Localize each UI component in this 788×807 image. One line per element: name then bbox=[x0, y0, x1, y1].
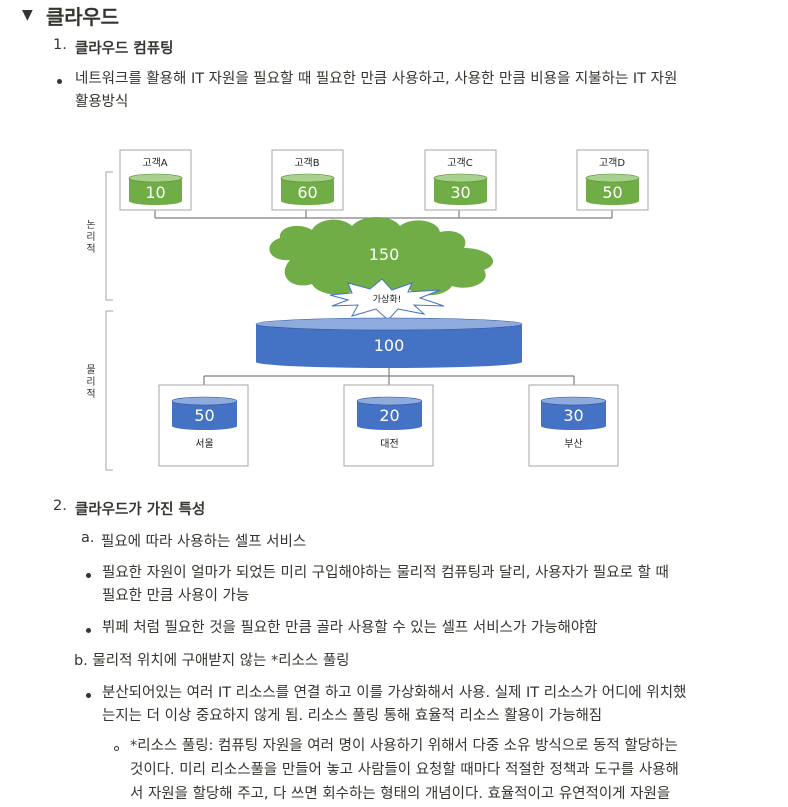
customer-value: 30 bbox=[450, 183, 470, 202]
logical-label-3: 적 bbox=[86, 243, 95, 255]
resource-pool-cylinder: 100 bbox=[255, 317, 523, 368]
bullet-text-line: 네트워크를 활용해 IT 자원을 필요할 때 필요한 만큼 사용하고, 사용한 … bbox=[75, 71, 678, 87]
pool-value: 100 bbox=[374, 336, 405, 355]
sub-bullet-text-line: 서 자원을 할당해 주고, 다 쓰면 회수하는 형태의 개념이다. 효율적이고 … bbox=[130, 786, 671, 802]
site-value: 50 bbox=[194, 406, 214, 425]
sub-bullet-text-line: *리소스 풀링: 컴퓨팅 자원을 여러 명이 사용하기 위해서 다중 소유 방식… bbox=[130, 738, 678, 754]
customer-label: 고객B bbox=[294, 157, 319, 169]
customer-label: 고객D bbox=[599, 157, 625, 169]
hollow-bullet-icon bbox=[114, 746, 119, 751]
logical-label-2: 리 bbox=[86, 231, 95, 243]
logical-bracket bbox=[105, 171, 113, 301]
section-title: 클라우드 컴퓨팅 bbox=[75, 41, 174, 57]
bullet-icon bbox=[57, 79, 62, 84]
customer-value: 10 bbox=[145, 183, 165, 202]
site-box-seoul: 50 서울 bbox=[158, 384, 249, 467]
site-label: 부산 bbox=[564, 438, 582, 450]
logical-label-1: 논 bbox=[86, 219, 95, 231]
customer-box-b: 고객B 60 bbox=[271, 149, 344, 211]
physical-label-3: 적 bbox=[86, 388, 95, 400]
bullet-text-line: 분산되어있는 여러 IT 리소스를 연결 하고 이를 가상화해서 사용. 실제 … bbox=[102, 685, 687, 701]
customer-value: 50 bbox=[602, 183, 622, 202]
site-value: 20 bbox=[379, 406, 399, 425]
site-label: 대전 bbox=[380, 438, 398, 450]
customer-label: 고객C bbox=[447, 157, 472, 169]
cloud-value: 150 bbox=[369, 245, 400, 264]
bullet-icon bbox=[86, 628, 91, 633]
sub-bullet-text-line: 것이다. 미리 리소스풀을 만들어 놓고 사람들이 요청할 때마다 적절한 정책… bbox=[130, 762, 679, 778]
virtualize-burst: 가상화! bbox=[329, 278, 445, 321]
sublist-letter: a. bbox=[81, 530, 95, 546]
customer-box-d: 고객D 50 bbox=[576, 149, 649, 211]
bullet-text-line: 필요한 만큼 사용이 가능 bbox=[102, 588, 250, 604]
bullet-text-line: 필요한 자원이 얼마가 되었든 미리 구입해야하는 물리적 컴퓨팅과 달리, 사… bbox=[102, 565, 669, 581]
site-label: 서울 bbox=[195, 438, 213, 450]
physical-label-2: 리 bbox=[86, 376, 95, 388]
toggle-heading[interactable]: ▼ 클라우드 bbox=[22, 0, 119, 30]
list-number: 2. bbox=[53, 498, 67, 514]
list-number: 1. bbox=[53, 37, 67, 53]
bullet-icon bbox=[86, 693, 91, 698]
section-title: 클라우드가 가진 특성 bbox=[75, 502, 206, 518]
bullet-text-line: 뷔페 처럼 필요한 것을 필요한 만큼 골라 사용할 수 있는 셀프 서비스가 … bbox=[102, 620, 598, 636]
site-box-busan: 30 부산 bbox=[528, 384, 619, 467]
cloud-shape: 150 bbox=[269, 217, 494, 296]
customer-value: 60 bbox=[297, 183, 317, 202]
physical-bracket bbox=[105, 310, 113, 471]
virtualize-label: 가상화! bbox=[373, 294, 401, 305]
customer-label: 고객A bbox=[142, 157, 167, 169]
sublist-text: 필요에 따라 사용하는 셀프 서비스 bbox=[101, 534, 307, 550]
site-box-daejeon: 20 대전 bbox=[343, 384, 434, 467]
sublist-b-text: b. 물리적 위치에 구애받지 않는 *리소스 풀링 bbox=[74, 653, 350, 669]
customer-box-c: 고객C 30 bbox=[424, 149, 497, 211]
bullet-text-line: 활용방식 bbox=[75, 94, 129, 110]
bullet-icon bbox=[86, 573, 91, 578]
bullet-text-line: 는지는 더 이상 중요하지 않게 됨. 리소스 풀링 통해 효율적 리소스 활용… bbox=[102, 708, 603, 724]
triangle-down-icon[interactable]: ▼ bbox=[22, 7, 33, 23]
site-value: 30 bbox=[563, 406, 583, 425]
page-heading: 클라우드 bbox=[46, 4, 119, 29]
physical-label-1: 물 bbox=[86, 364, 95, 376]
customer-box-a: 고객A 10 bbox=[119, 149, 192, 211]
